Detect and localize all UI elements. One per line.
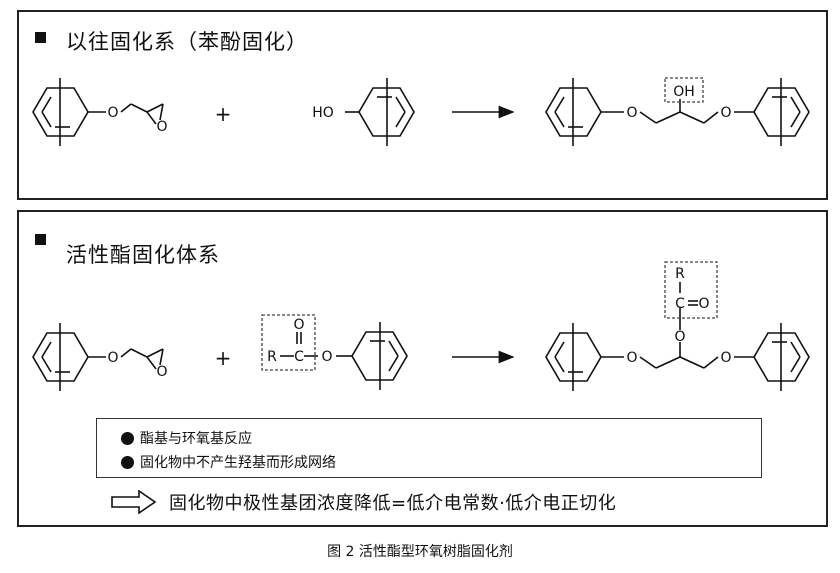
figure-caption: 图 2 活性酯型环氧树脂固化剂: [327, 544, 513, 560]
atom-label-o-ether: O: [107, 105, 118, 121]
atom-label-ho: HO: [312, 105, 334, 121]
atom-label-o-left: O: [626, 350, 637, 366]
plus-sign: +: [215, 102, 232, 126]
atom-label-ester-o: O: [321, 349, 332, 365]
product-hydroxyl-network: [545, 78, 810, 146]
atom-label-o-left: O: [626, 105, 637, 121]
reactant-glycidyl-ether: [32, 78, 164, 146]
atom-label-o-ether: O: [107, 350, 118, 366]
square-bullet-icon: [35, 234, 46, 245]
notes-box: 酯基与环氧基反应 固化物中不产生羟基而形成网络: [96, 418, 762, 478]
panel-active-ester-system: [17, 210, 828, 527]
atom-label-ester-o: O: [674, 329, 685, 345]
highlight-box-ester-side-chain: [664, 261, 718, 319]
atom-label-oh: OH: [673, 84, 695, 100]
highlight-box-hydroxyl: [664, 77, 704, 103]
hollow-arrow-icon: [111, 490, 157, 514]
reactant-active-ester: [280, 322, 408, 390]
square-bullet-icon: [35, 32, 46, 43]
conclusion-text: 固化物中极性基团浓度降低=低介电常数·低介电正切化: [169, 493, 617, 514]
atom-label-c: C: [294, 349, 304, 365]
list-item: 酯基与环氧基反应: [121, 428, 252, 448]
atom-label-o-right: O: [720, 350, 731, 366]
panel-conventional-system: [17, 10, 828, 200]
highlight-box-ester-group: [261, 314, 316, 371]
product-ester-network: [545, 282, 810, 391]
reactant-phenol: [345, 78, 415, 146]
note-text: 酯基与环氧基反应: [140, 431, 252, 447]
panel-title-conventional: 以往固化系（苯酚固化）: [66, 30, 308, 54]
conclusion-row: 固化物中极性基团浓度降低=低介电常数·低介电正切化: [111, 489, 616, 515]
list-item: 固化物中不产生羟基而形成网络: [121, 452, 336, 472]
bullet-dot-icon: [121, 431, 134, 445]
plus-sign: +: [215, 346, 232, 370]
reactant-glycidyl-ether: [32, 323, 164, 391]
atom-label-o-epoxide: O: [156, 364, 167, 380]
atom-label-c: C: [675, 296, 685, 312]
atom-label-o-epoxide: O: [156, 119, 167, 135]
atom-label-o-right: O: [720, 105, 731, 121]
atom-label-carbonyl-o: O: [698, 296, 709, 312]
note-text: 固化物中不产生羟基而形成网络: [140, 455, 336, 471]
panel-title-active-ester: 活性酯固化体系: [66, 243, 220, 267]
atom-label-r: R: [267, 349, 277, 365]
bullet-dot-icon: [121, 455, 134, 469]
atom-label-carbonyl-o: O: [293, 317, 304, 333]
atom-label-r: R: [675, 266, 685, 282]
